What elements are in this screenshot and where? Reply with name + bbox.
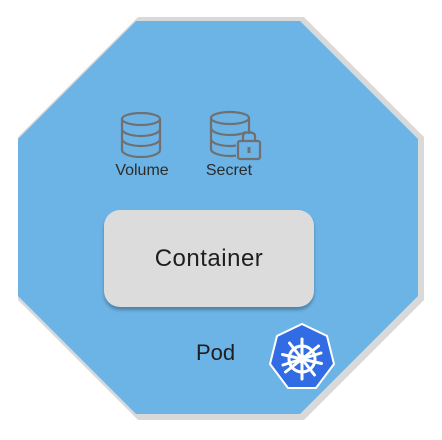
container-box: Container	[104, 210, 314, 307]
pod-label: Pod	[196, 340, 236, 365]
volume-icon	[120, 112, 162, 158]
volume-label: Volume	[115, 162, 169, 179]
container-label: Container	[154, 244, 264, 272]
secret-label: Secret	[205, 162, 253, 179]
secret-icon	[209, 110, 262, 161]
kubernetes-icon	[268, 322, 336, 389]
